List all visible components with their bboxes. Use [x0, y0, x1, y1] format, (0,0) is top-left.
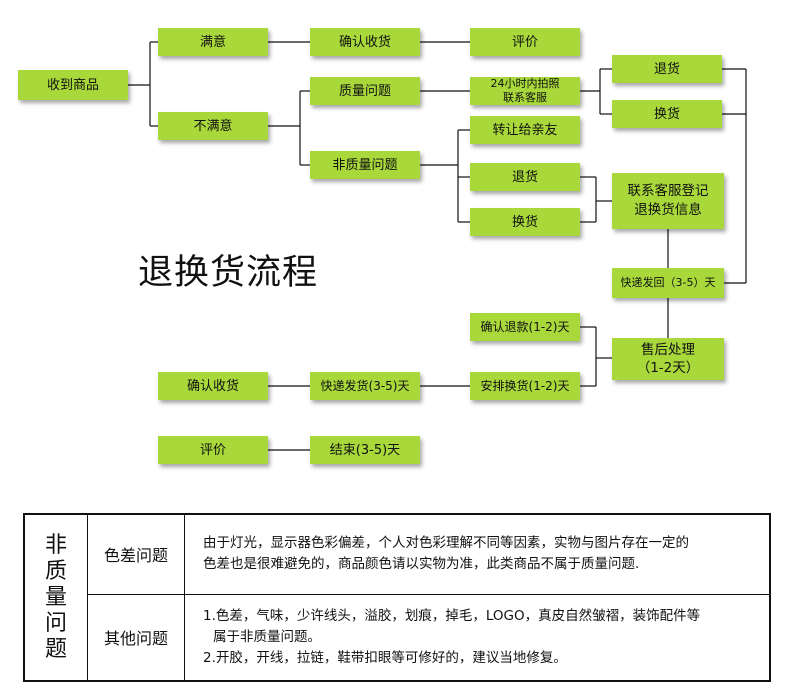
node-contact-register: 联系客服登记 退换货信息	[612, 173, 724, 229]
node-finish: 结束(3-5)天	[310, 436, 420, 464]
desc-line: 由于灯光，显示器色彩偏差，个人对色彩理解不同等因素，实物与图片存在一定的	[203, 535, 689, 552]
row-label-other: 其他问题	[87, 593, 185, 682]
non-quality-issue-table: 非质量问题 色差问题 由于灯光，显示器色彩偏差，个人对色彩理解不同等因素，实物与…	[23, 513, 771, 682]
node-review-top: 评价	[470, 28, 580, 56]
node-exchange-mid: 换货	[470, 208, 580, 236]
node-received: 收到商品	[18, 70, 128, 100]
row-label-color: 色差问题	[87, 513, 185, 595]
node-review-bottom: 评价	[158, 436, 268, 464]
node-confirm-refund: 确认退款(1-2)天	[470, 313, 580, 341]
node-satisfied: 满意	[158, 28, 268, 56]
node-aftersale: 售后处理 （1-2天）	[612, 338, 724, 380]
node-gift-friend: 转让给亲友	[470, 116, 580, 144]
node-express-send: 快递发回（3-5）天	[612, 268, 724, 298]
node-return-mid: 退货	[470, 163, 580, 191]
desc-line: 属于非质量问题。	[213, 628, 321, 645]
node-return-top: 退货	[612, 55, 722, 83]
node-unsatisfied: 不满意	[158, 112, 268, 140]
row-desc-other: 1.色差，气味，少许线头，溢胶，划痕，掉毛，LOGO，真皮自然皱褶，装饰配件等 …	[184, 593, 771, 682]
node-exchange-top: 换货	[612, 100, 722, 128]
category-label: 非质量问题	[45, 532, 68, 662]
desc-line: 色差也是很难避免的，商品颜色请以实物为准，此类商品不属于质量问题.	[203, 556, 640, 573]
flow-connectors	[128, 41, 747, 451]
desc-line: 2.开胶，开线，拉链，鞋带扣眼等可修好的，建议当地修复。	[203, 649, 567, 666]
table-row: 其他问题 1.色差，气味，少许线头，溢胶，划痕，掉毛，LOGO，真皮自然皱褶，装…	[24, 593, 771, 682]
desc-line: 1.色差，气味，少许线头，溢胶，划痕，掉毛，LOGO，真皮自然皱褶，装饰配件等	[203, 607, 701, 624]
row-desc-color: 由于灯光，显示器色彩偏差，个人对色彩理解不同等因素，实物与图片存在一定的 色差也…	[184, 513, 771, 595]
table-row: 非质量问题 色差问题 由于灯光，显示器色彩偏差，个人对色彩理解不同等因素，实物与…	[23, 513, 771, 682]
node-express-deliver: 快递发货(3-5)天	[310, 372, 420, 400]
node-non-quality-issue: 非质量问题	[310, 151, 420, 179]
category-cell: 非质量问题	[23, 513, 88, 682]
diagram-title: 退换货流程	[138, 253, 319, 293]
node-confirm-receipt-bottom: 确认收货	[158, 372, 268, 400]
return-exchange-flowchart: 收到商品 满意 不满意 确认收货 评价 质量问题 非质量问题 24小时内拍照 联…	[18, 28, 747, 464]
node-arrange-exchange: 安排换货(1-2)天	[470, 372, 580, 400]
node-quality-issue: 质量问题	[310, 77, 420, 105]
node-confirm-receipt-top: 确认收货	[310, 28, 420, 56]
node-contact-photo: 24小时内拍照 联系客服	[470, 77, 580, 105]
